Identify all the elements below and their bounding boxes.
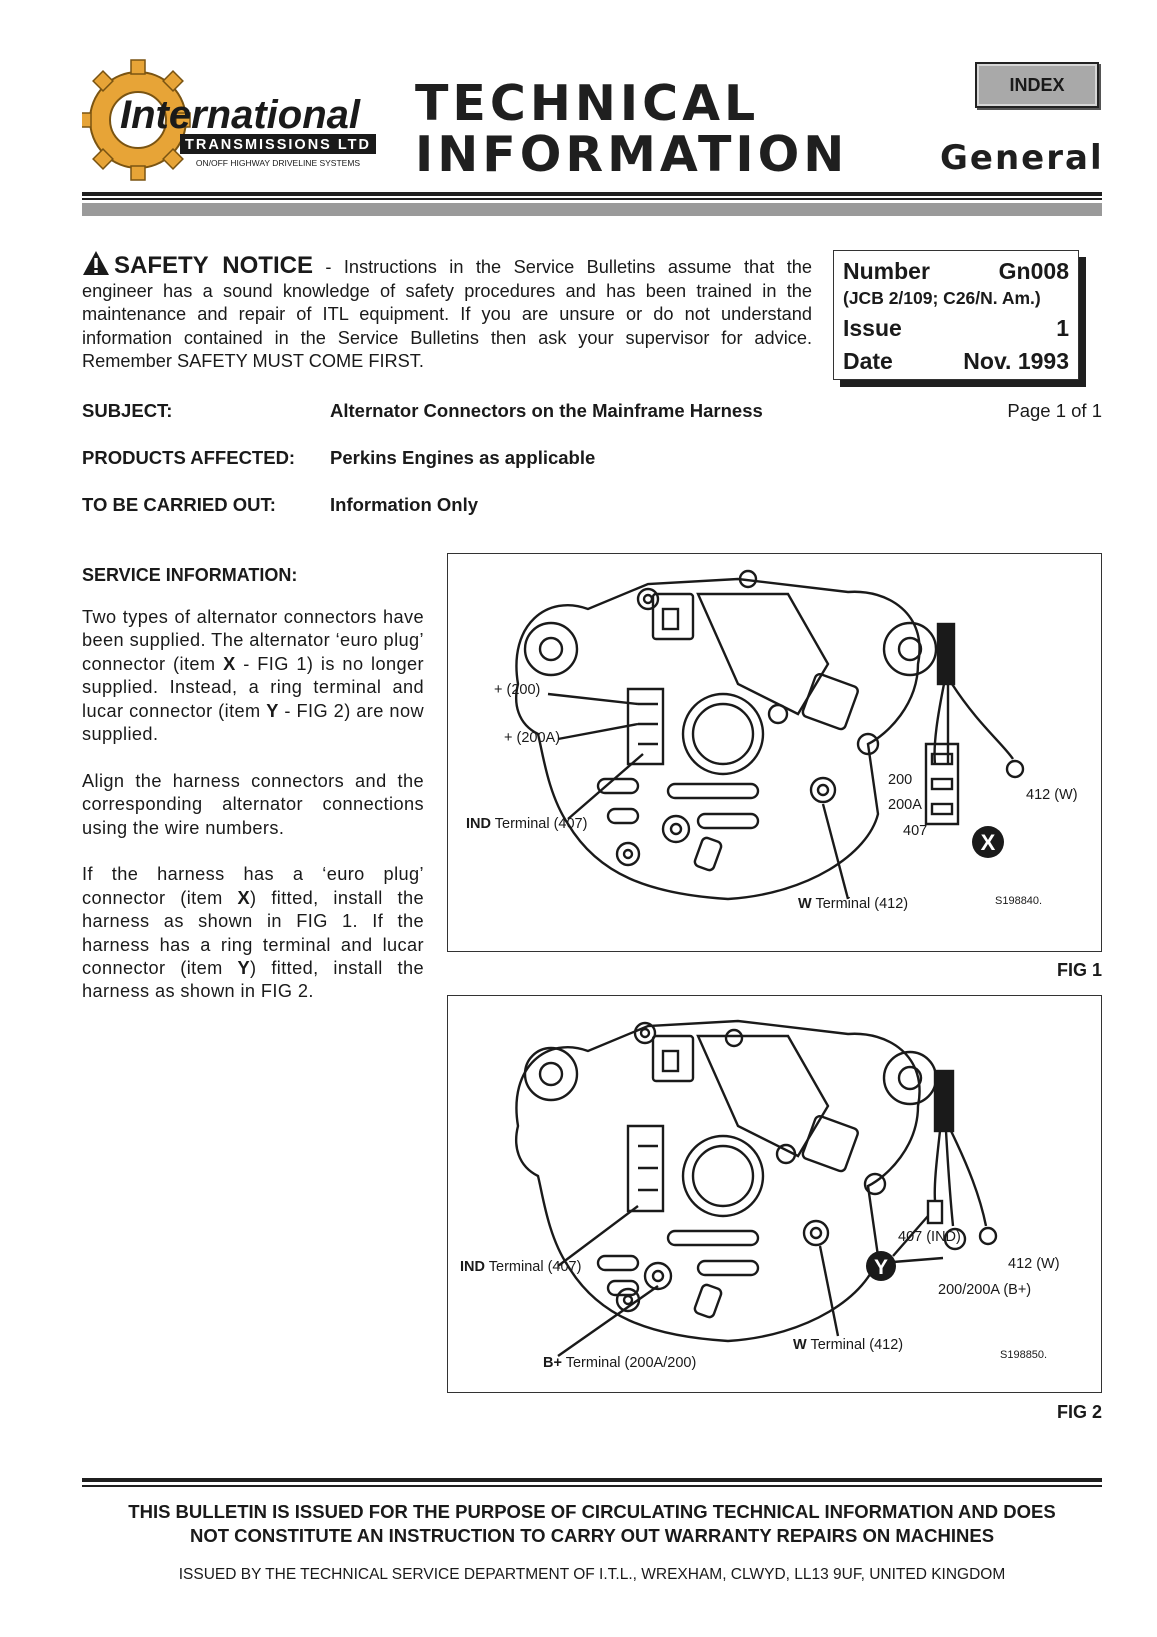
figure-2-reference: S198850.	[1000, 1349, 1047, 1361]
number-label: Number	[843, 258, 930, 284]
label-wire-200: 200/200A (B+)	[938, 1282, 1031, 1298]
item-x-marker: X	[981, 830, 996, 855]
figure-1: X + (200) + (200A) IND Terminal (407) W …	[447, 553, 1102, 952]
figure-1-reference: S198840.	[995, 895, 1042, 907]
label-plug-407: 407	[903, 823, 927, 839]
issue-label: Issue	[843, 315, 902, 341]
alternator-diagram-ring-terminal: Y IND Terminal (407) W Terminal (412) B+…	[460, 1019, 1060, 1371]
service-paragraph-2: Align the harness connectors and the cor…	[82, 770, 424, 838]
footer-line-2: NOT CONSTITUTE AN INSTRUCTION TO CARRY O…	[189, 1525, 995, 1546]
figure-2: Y IND Terminal (407) W Terminal (412) B+…	[447, 995, 1102, 1393]
carried-out-value: Information Only	[330, 494, 478, 515]
title-line-1: TECHNICAL	[415, 75, 760, 132]
figure-1-caption: FIG 1	[1056, 960, 1102, 980]
products-value: Perkins Engines as applicable	[330, 447, 596, 468]
bulletin-number: Gn008	[998, 258, 1069, 284]
figure-2-caption: FIG 2	[1056, 1402, 1102, 1422]
subject-value: Alternator Connectors on the Mainframe H…	[330, 400, 763, 421]
footer-line-1: THIS BULLETIN IS ISSUED FOR THE PURPOSE …	[128, 1501, 1056, 1522]
warning-icon	[83, 251, 109, 275]
bulletin-issue: 1	[1056, 315, 1069, 341]
page-indicator: Page 1 of 1	[1007, 400, 1102, 421]
item-y-marker: Y	[874, 1256, 888, 1279]
header-rule-band	[82, 203, 1102, 216]
label-ind-terminal: IND Terminal (407)	[460, 1259, 581, 1275]
alternator-diagram-euro-plug: X + (200) + (200A) IND Terminal (407) W …	[466, 569, 1078, 912]
header-rule-top	[82, 192, 1102, 196]
logo-wordmark: International	[120, 93, 361, 137]
bulletin-reference: (JCB 2/109; C26/N. Am.)	[843, 288, 1041, 308]
carried-out-label: TO BE CARRIED OUT:	[82, 494, 276, 515]
label-wire-407: 407 (IND)	[898, 1229, 961, 1245]
label-wire-412: 412 (W)	[1026, 787, 1078, 803]
bulletin-number-box: Number Gn008 (JCB 2/109; C26/N. Am.) Issu…	[833, 250, 1079, 380]
gear-icon	[82, 59, 191, 181]
title-line-2: INFORMATION	[415, 126, 849, 183]
safety-notice: SAFETY NOTICE - Instructions in the Serv…	[82, 250, 812, 374]
service-info-body: Two types of alternator connectors have …	[82, 606, 424, 1027]
subject-label: SUBJECT:	[82, 400, 173, 421]
label-wire-412: 412 (W)	[1008, 1256, 1060, 1272]
label-w-terminal: W Terminal (412)	[793, 1337, 903, 1353]
label-plus-200: + (200)	[494, 682, 540, 698]
bulletin-date: Nov. 1993	[963, 348, 1069, 374]
products-label: PRODUCTS AFFECTED:	[82, 447, 296, 468]
label-plus-200a: + (200A)	[504, 730, 560, 746]
service-paragraph-1: Two types of alternator connectors have …	[82, 607, 425, 745]
section-title: General	[940, 138, 1104, 178]
date-label: Date	[843, 348, 893, 374]
footer-rule-top	[82, 1478, 1102, 1482]
label-plug-200: 200	[888, 772, 912, 788]
footer-rule-bottom	[82, 1485, 1102, 1487]
company-logo: International TRANSMISSIONS LTD ON/OFF H…	[82, 59, 376, 181]
document-title: TECHNICAL INFORMATION	[415, 78, 848, 180]
label-w-terminal: W Terminal (412)	[798, 896, 908, 912]
footer-disclaimer: THIS BULLETIN IS ISSUED FOR THE PURPOSE …	[82, 1500, 1102, 1548]
service-paragraph-3: If the harness has a ‘euro plug’ connect…	[82, 864, 424, 1002]
label-ind-terminal: IND Terminal (407)	[466, 816, 587, 832]
logo-tagline: ON/OFF HIGHWAY DRIVELINE SYSTEMS	[196, 158, 361, 168]
label-b-plus-terminal: B+ Terminal (200A/200)	[543, 1355, 696, 1371]
safety-text: - Instructions in the Service Bulletins …	[82, 257, 812, 371]
index-button[interactable]: INDEX	[975, 62, 1099, 108]
header-rule-mid	[82, 198, 1102, 200]
footer-issued-by: ISSUED BY THE TECHNICAL SERVICE DEPARTME…	[178, 1566, 1006, 1583]
label-plug-200a: 200A	[888, 797, 922, 813]
logo-subtitle: TRANSMISSIONS LTD	[185, 137, 371, 153]
service-info-heading: SERVICE INFORMATION:	[82, 565, 298, 585]
safety-heading: SAFETY NOTICE	[114, 252, 313, 279]
